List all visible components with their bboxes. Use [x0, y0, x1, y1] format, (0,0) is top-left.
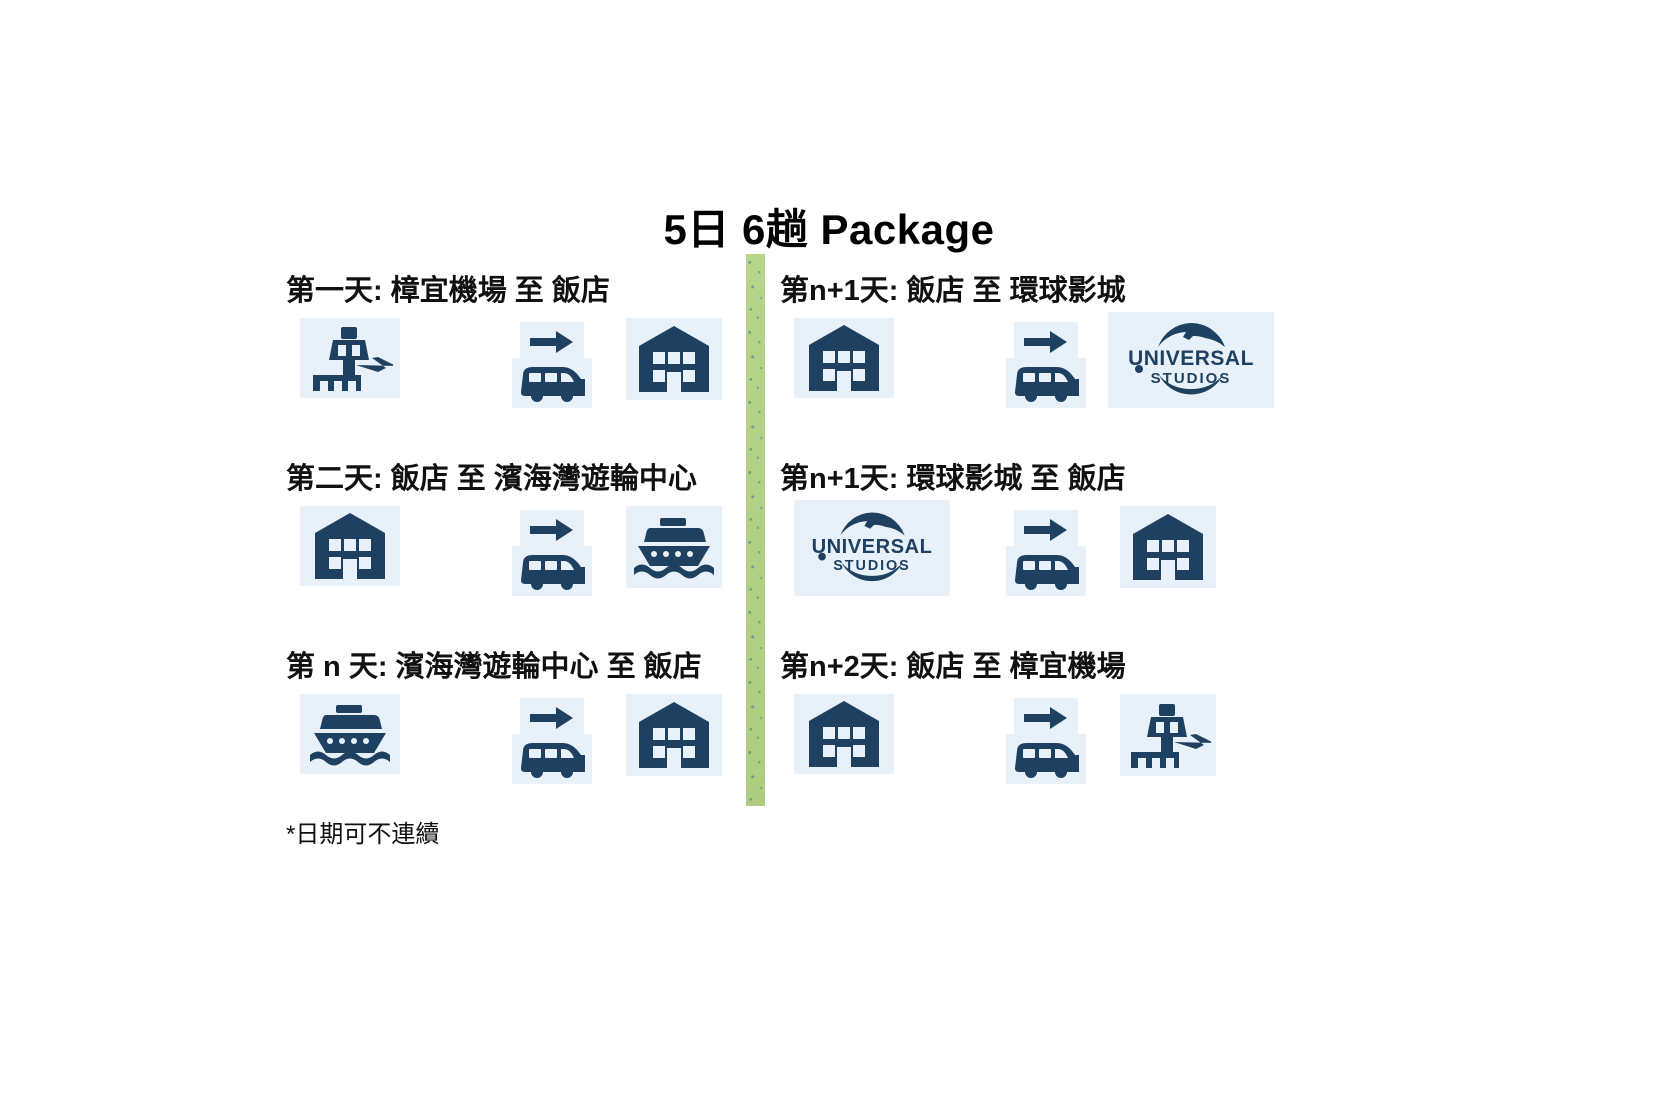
arrow-right-icon: [1014, 509, 1078, 550]
hotel-icon: [794, 317, 894, 398]
universal-studios-logo: UNIVERSAL STUDIOS: [1108, 311, 1274, 408]
row-heading: 第n+1天: 環球影城 至 飯店: [780, 462, 1126, 495]
green-vertical-divider: [746, 254, 765, 806]
hotel-icon: [626, 693, 722, 776]
studios-wordmark: STUDIOS: [833, 558, 910, 574]
studios-wordmark: STUDIOS: [1151, 370, 1232, 387]
van-icon: [512, 733, 592, 784]
airport-icon: [300, 317, 400, 398]
itinerary-row: 第n+1天: 環球影城 至 飯店 UNIVERSAL STUDIOS: [780, 462, 1280, 610]
hotel-icon: [300, 505, 400, 586]
icon-strip: [286, 317, 756, 422]
footnote: *日期可不連續: [286, 820, 440, 848]
cruise-ship-icon: [300, 693, 400, 774]
itinerary-row: 第 n 天: 濱海灣遊輪中心 至 飯店: [286, 650, 756, 849]
van-icon: [1006, 733, 1086, 784]
right-column: 第n+1天: 飯店 至 環球影城: [780, 275, 1280, 798]
itinerary-row: 第n+2天: 飯店 至 樟宜機場: [780, 650, 1280, 798]
icon-strip: UNIVERSAL STUDIOS: [780, 499, 1280, 610]
arrow-right-icon: [1014, 697, 1078, 738]
page-title: 5日 6趟 Package: [663, 206, 995, 253]
universal-wordmark: UNIVERSAL: [1128, 347, 1254, 370]
row-heading: 第二天: 飯店 至 濱海灣遊輪中心: [286, 462, 697, 495]
hotel-icon: [1120, 505, 1216, 588]
icon-strip: [780, 693, 1280, 798]
hotel-icon: [626, 317, 722, 400]
icon-strip: [286, 505, 756, 610]
airport-icon: [1120, 693, 1216, 776]
row-heading: 第n+1天: 飯店 至 環球影城: [780, 275, 1126, 307]
row-heading: 第 n 天: 濱海灣遊輪中心 至 飯店: [286, 650, 702, 683]
universal-studios-logo: UNIVERSAL STUDIOS: [794, 499, 950, 596]
icon-strip: UNIVERSAL STUDIOS: [780, 311, 1280, 422]
icon-strip: [286, 693, 756, 798]
van-icon: [1006, 357, 1086, 408]
hotel-icon: [794, 693, 894, 774]
itinerary-row: 第二天: 飯店 至 濱海灣遊輪中心: [286, 462, 756, 610]
arrow-right-icon: [520, 509, 584, 550]
cruise-ship-icon: [626, 505, 722, 588]
van-icon: [1006, 545, 1086, 596]
row-heading: 第一天: 樟宜機場 至 飯店: [286, 275, 610, 307]
van-icon: [512, 545, 592, 596]
left-column: 第一天: 樟宜機場 至 飯店: [286, 275, 756, 849]
arrow-right-icon: [520, 697, 584, 738]
universal-wordmark: UNIVERSAL: [812, 536, 933, 558]
arrow-right-icon: [1014, 321, 1078, 362]
arrow-right-icon: [520, 321, 584, 362]
itinerary-row: 第n+1天: 飯店 至 環球影城: [780, 275, 1280, 422]
row-heading: 第n+2天: 飯店 至 樟宜機場: [780, 650, 1126, 683]
van-icon: [512, 357, 592, 408]
itinerary-row: 第一天: 樟宜機場 至 飯店: [286, 275, 756, 422]
